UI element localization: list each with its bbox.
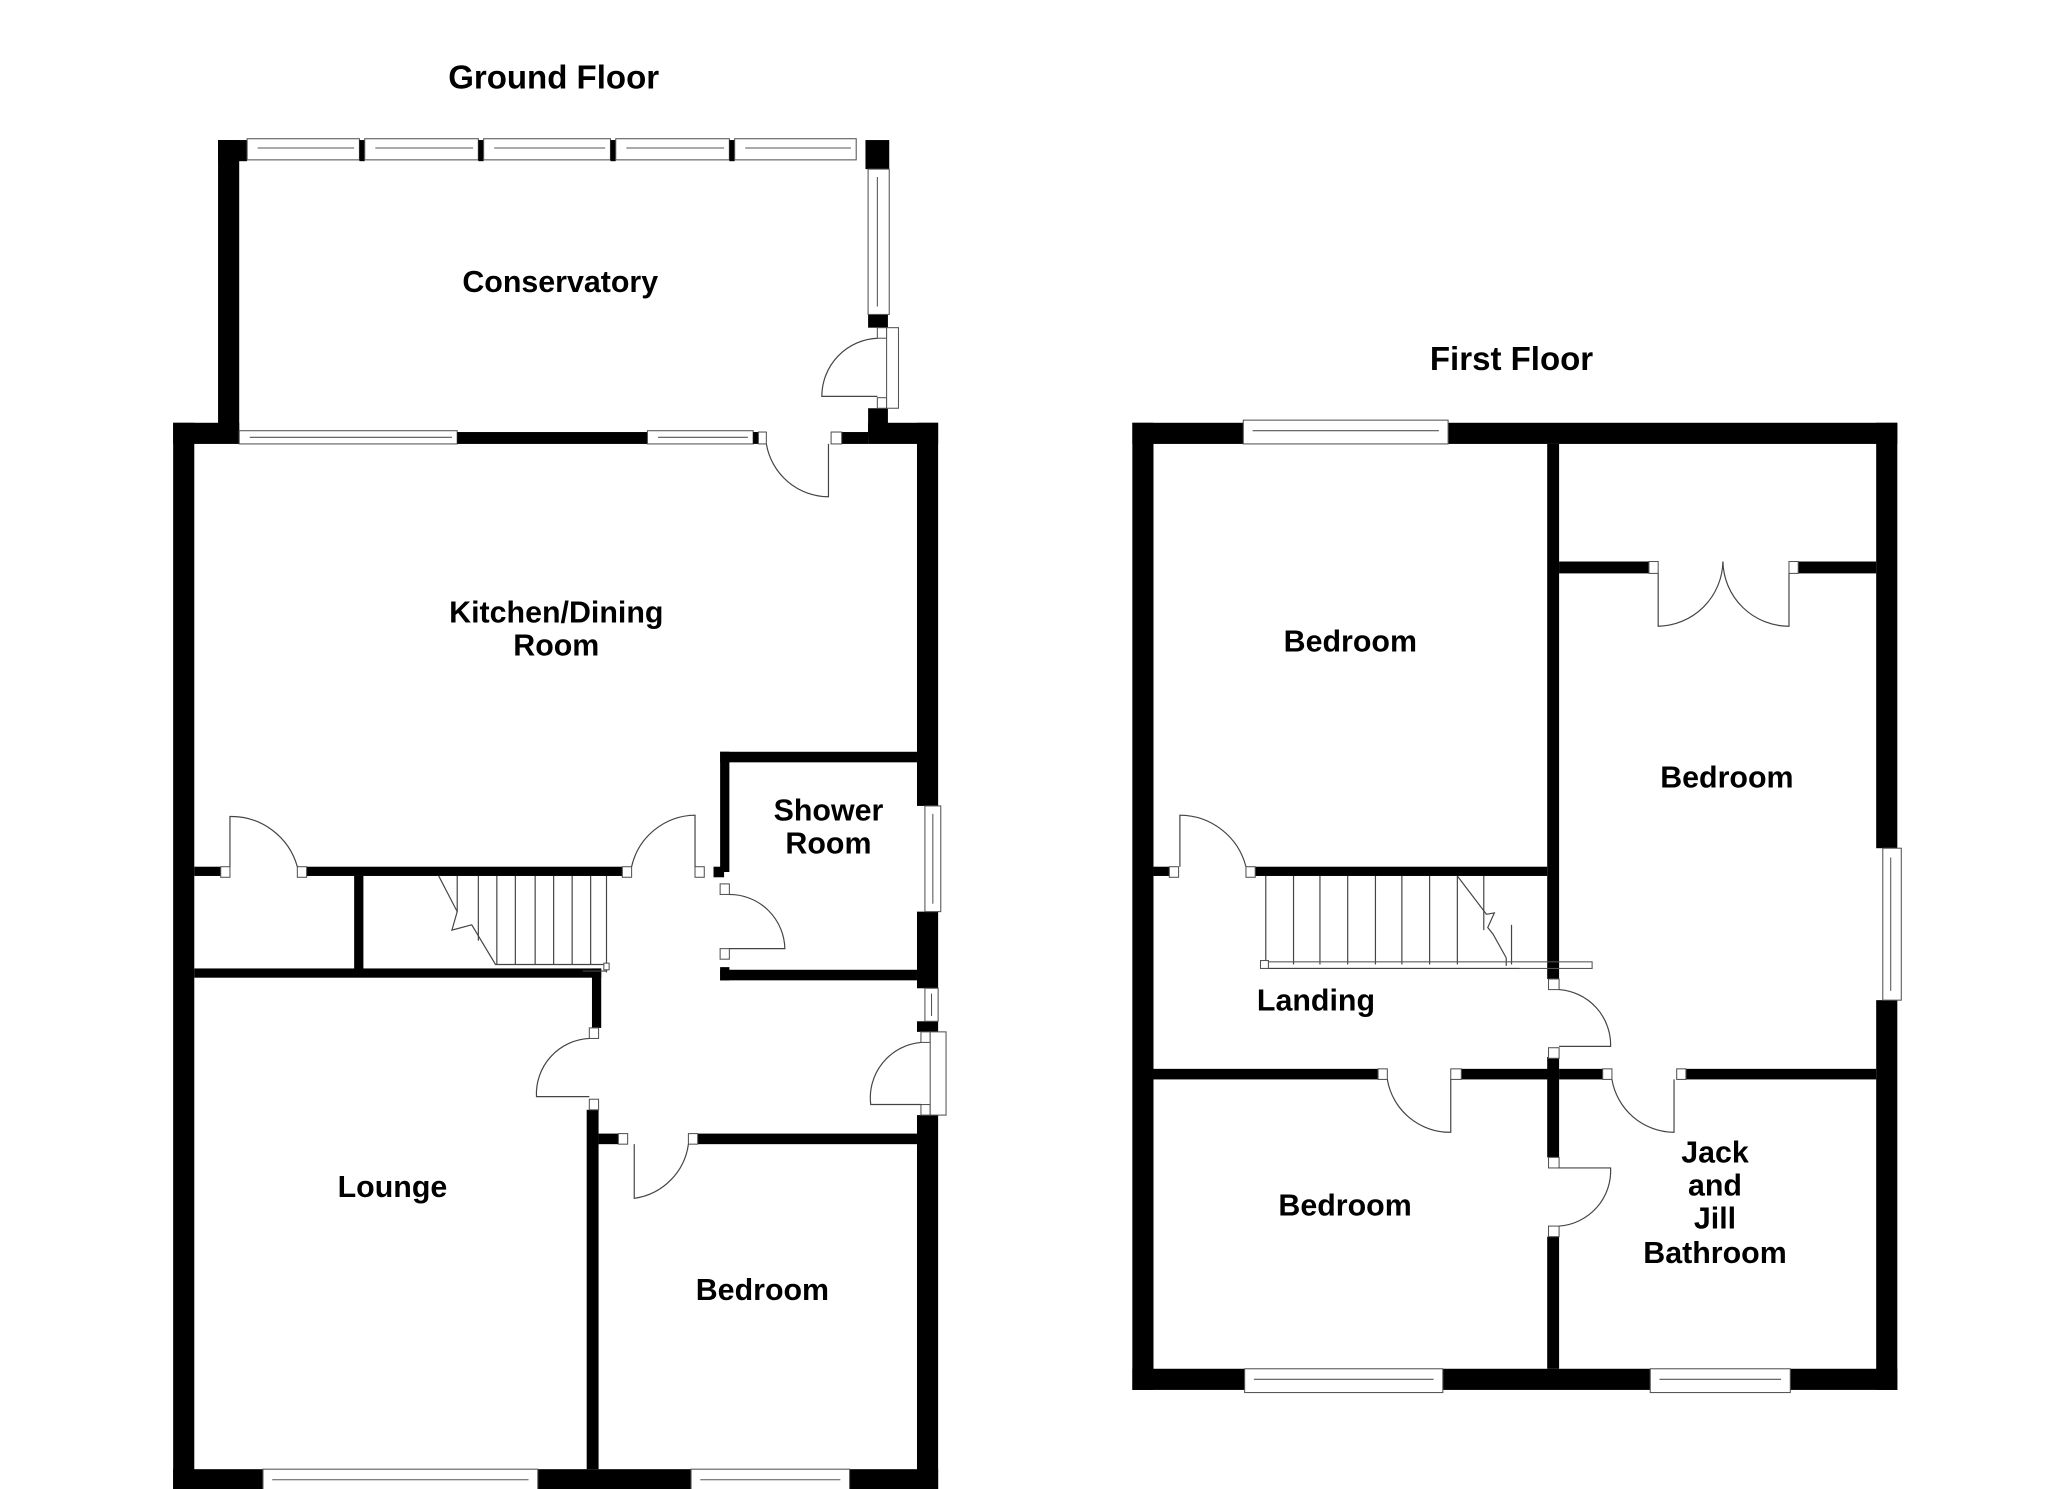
ground-bedroom-window (690, 1468, 851, 1489)
room-label-bathroom-line1: Jack (1681, 1136, 1749, 1170)
room-label-rear-bedroom: Bedroom (1284, 624, 1417, 658)
ground-outer-walls (173, 422, 939, 1489)
shower-room-door[interactable] (719, 883, 786, 960)
first-internal-walls (1153, 443, 1877, 1369)
first-floor-title: First Floor (1430, 340, 1593, 377)
cupboard-door[interactable] (220, 815, 308, 878)
shower-room-window (924, 805, 942, 913)
right-bedroom-door[interactable] (1547, 978, 1612, 1059)
room-label-shower-line2: Room (785, 826, 871, 860)
first-bedroom-side-window (1882, 847, 1902, 1001)
room-label-front-bedroom: Bedroom (1278, 1189, 1411, 1223)
front-door[interactable] (869, 1031, 947, 1116)
ground-bedroom-door[interactable] (617, 1133, 699, 1200)
room-label-right-bedroom: Bedroom (1660, 760, 1793, 794)
room-label-shower-line1: Shower (774, 793, 884, 827)
room-label-bathroom-line2: and (1688, 1169, 1742, 1203)
wardrobe-double-doors[interactable] (1648, 560, 1799, 627)
room-label-conservatory: Conservatory (462, 265, 658, 299)
conservatory-top-windows (246, 138, 857, 162)
first-staircase (1259, 875, 1593, 970)
room-label-ground-bedroom: Bedroom (696, 1273, 829, 1307)
kitchen-hall-door[interactable] (621, 814, 705, 878)
conservatory-door[interactable] (821, 327, 900, 409)
kitchen-conservatory-door[interactable] (757, 431, 843, 498)
room-label-landing: Landing (1257, 984, 1375, 1018)
bathroom-bedroom-door[interactable] (1547, 1156, 1612, 1238)
ground-staircase (438, 875, 610, 973)
kitchen-top-wall (238, 430, 869, 445)
conservatory-walls (218, 140, 890, 438)
first-floor: First Floor (1132, 340, 1902, 1394)
hall-small-window (924, 987, 939, 1022)
lounge-door[interactable] (535, 1027, 600, 1111)
bathroom-window (1649, 1368, 1791, 1394)
first-bedroom-top-window (1242, 419, 1449, 445)
first-bedroom-door[interactable] (1168, 814, 1256, 878)
room-label-bathroom-line4: Bathroom (1643, 1236, 1786, 1270)
ground-floor: Ground Floor (173, 59, 947, 1489)
room-label-kitchen-line1: Kitchen/Dining (449, 595, 663, 629)
ground-internal-walls (194, 751, 917, 1470)
lounge-window (262, 1468, 539, 1489)
room-label-lounge: Lounge (338, 1170, 448, 1204)
room-label-bathroom-line3: Jill (1694, 1202, 1736, 1236)
first-bedroom-bottom-window (1244, 1368, 1444, 1394)
room-label-kitchen-line2: Room (513, 628, 599, 662)
bathroom-landing-door[interactable] (1602, 1068, 1687, 1133)
conservatory-side-window (867, 168, 890, 315)
first-outer-walls (1132, 422, 1898, 1390)
front-bedroom-door[interactable] (1377, 1068, 1462, 1133)
ground-floor-title: Ground Floor (448, 59, 659, 96)
